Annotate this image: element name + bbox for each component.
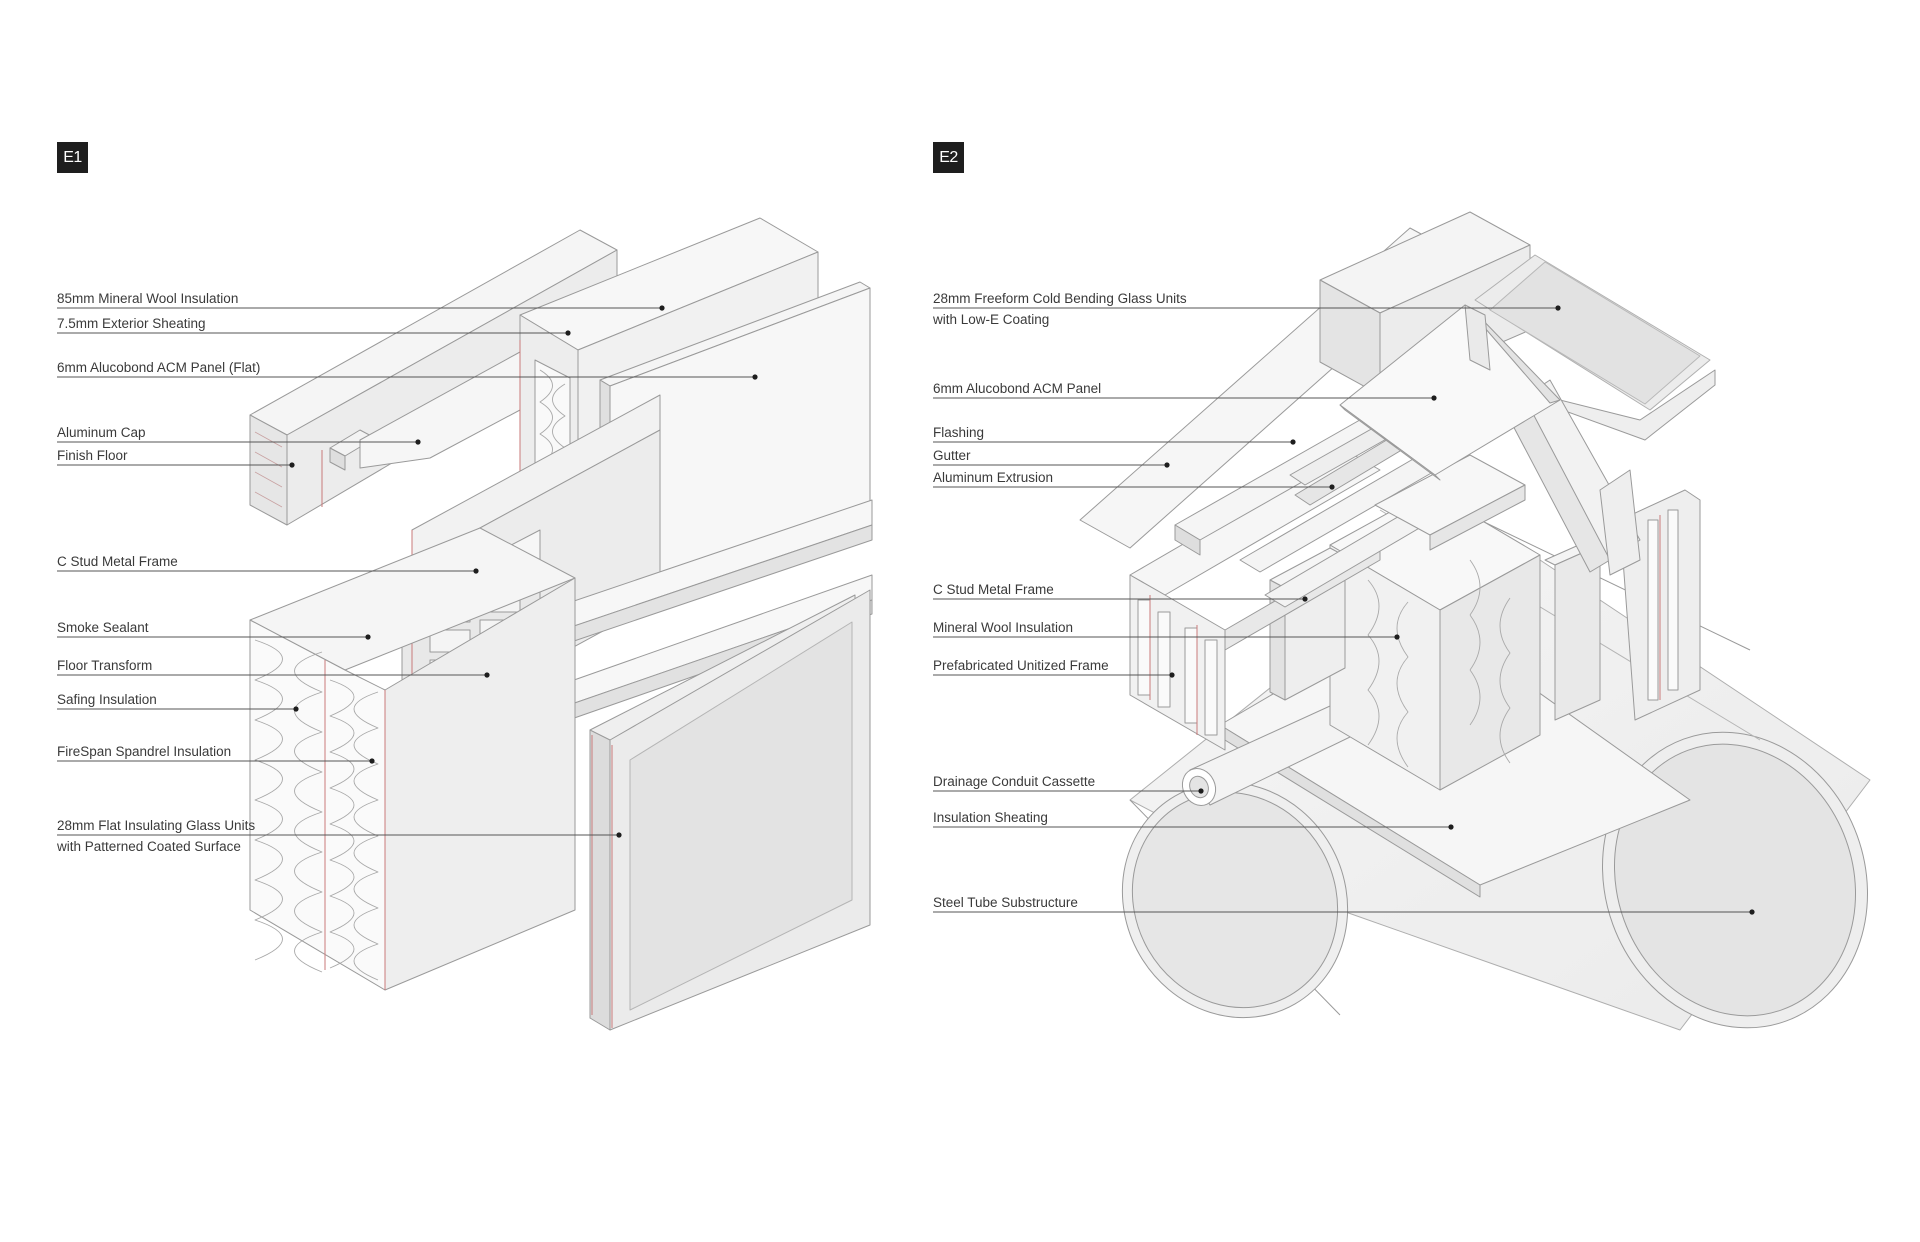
label-e2-steel-tube: Steel Tube Substructure	[933, 895, 1078, 910]
e1-glass-units	[589, 589, 871, 1031]
label-e2-insulation-sheating: Insulation Sheating	[933, 810, 1048, 825]
label-e1-safing: Safing Insulation	[57, 692, 157, 707]
label-e1-alucobond-flat: 6mm Alucobond ACM Panel (Flat)	[57, 360, 261, 375]
label-e2-aluminum-extrusion: Aluminum Extrusion	[933, 470, 1054, 485]
panel-badge-e2: E2	[933, 142, 964, 173]
label-e2-alucobond: 6mm Alucobond ACM Panel	[933, 381, 1102, 396]
e2-diagonal-members	[1509, 379, 1641, 576]
label-e1-smoke-sealant: Smoke Sealant	[57, 620, 149, 635]
e1-spandrel-block	[249, 577, 576, 991]
label-e2-drainage: Drainage Conduit Cassette	[933, 774, 1096, 789]
label-e1-aluminum-cap: Aluminum Cap	[57, 425, 146, 440]
e2-mineral-wool-block	[1329, 489, 1541, 791]
e2-glass-units	[1474, 254, 1716, 441]
label-e1-exterior-sheating: 7.5mm Exterior Sheating	[57, 316, 206, 331]
label-e2-flashing: Flashing	[933, 425, 985, 440]
e1-leader-lines	[57, 305, 758, 838]
label-e2-mineral-wool: Mineral Wool Insulation	[933, 620, 1074, 635]
e2-acm-panel	[1339, 304, 1561, 481]
label-e1-floor-transform: Floor Transform	[57, 658, 153, 673]
e2-leader-lines	[933, 305, 1755, 915]
label-e2-prefab-frame: Prefabricated Unitized Frame	[933, 658, 1109, 673]
e2-gutter-flashing	[1174, 399, 1451, 608]
e2-unitized-frame	[1129, 449, 1701, 751]
label-e1-c-stud: C Stud Metal Frame	[57, 554, 178, 569]
label-e1-flat-glass: 28mm Flat Insulating Glass Units	[57, 818, 256, 833]
e2-drawing	[1079, 211, 1871, 1031]
label-e1-finish-floor: Finish Floor	[57, 448, 128, 463]
label-e1-mineral-wool: 85mm Mineral Wool Insulation	[57, 291, 239, 306]
e1-aluminum-cap	[329, 351, 521, 471]
e1-drawing	[249, 217, 873, 1031]
label-e2-c-stud: C Stud Metal Frame	[933, 582, 1054, 597]
label-e2-freeform-glass: 28mm Freeform Cold Bending Glass Units	[933, 291, 1187, 306]
label-e2-freeform-glass-line2: with Low-E Coating	[933, 312, 1050, 327]
panel-badge-e1: E1	[57, 142, 88, 173]
label-e1-firespan: FireSpan Spandrel Insulation	[57, 744, 232, 759]
label-e1-flat-glass-line2: with Patterned Coated Surface	[57, 839, 241, 854]
label-e2-gutter: Gutter	[933, 448, 971, 463]
